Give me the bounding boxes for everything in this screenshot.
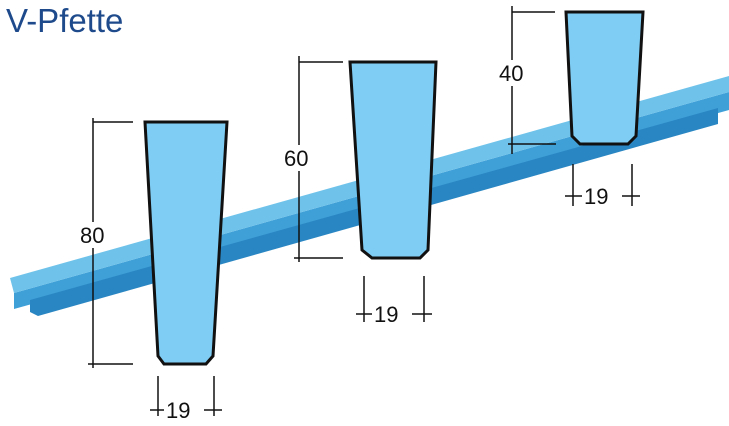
width-label-80: 19 xyxy=(166,398,190,423)
height-label-40-bg xyxy=(499,60,527,86)
profile-60-shape xyxy=(348,60,438,260)
height-label-80-bg xyxy=(81,222,107,248)
profile-60: 60 19 xyxy=(284,56,438,327)
width-label-40-bg xyxy=(582,184,622,208)
height-label-60-bg xyxy=(285,145,313,171)
width-label-40: 19 xyxy=(584,184,608,209)
width-label-60: 19 xyxy=(374,302,398,327)
width-label-60-bg xyxy=(372,302,412,326)
width-label-80-bg xyxy=(164,398,204,422)
profile-40: 40 19 xyxy=(499,6,645,209)
profile-80-shape xyxy=(143,120,229,366)
profile-40-shape xyxy=(564,10,645,146)
height-label-80: 80 xyxy=(80,223,104,248)
height-label-40: 40 xyxy=(499,61,523,86)
profile-80: 80 19 xyxy=(80,118,229,423)
page-title: V-Pfette xyxy=(6,2,124,39)
height-label-60: 60 xyxy=(284,146,308,171)
